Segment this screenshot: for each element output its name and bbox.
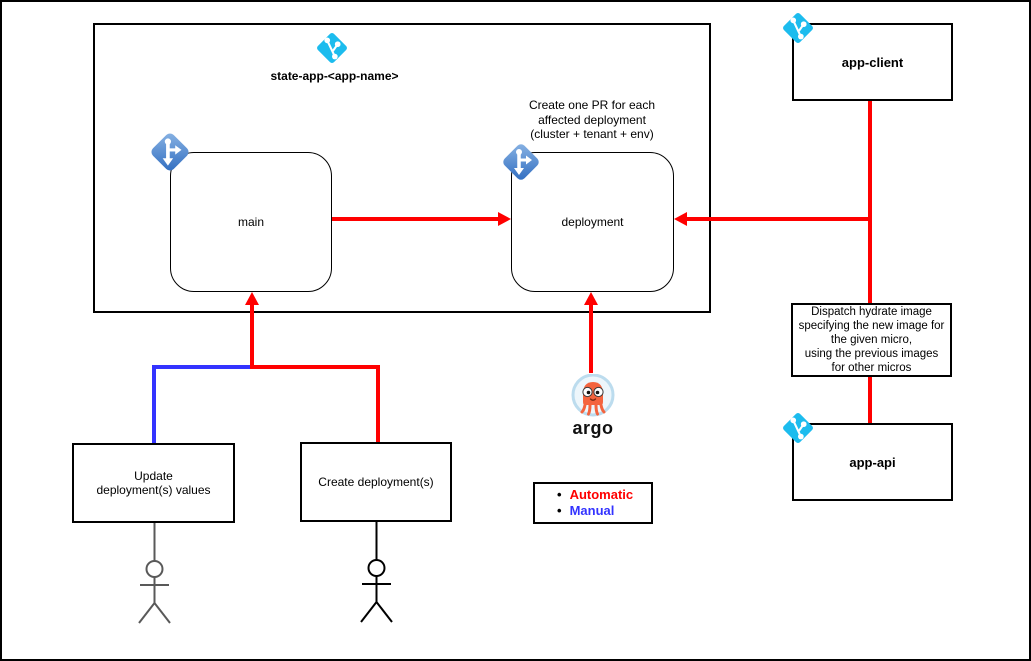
argo-wordmark: argo: [572, 418, 614, 438]
manual-flow-line-update-vertical: [152, 367, 156, 443]
arrowhead-up: [245, 292, 259, 305]
argo-octopus-icon: [571, 374, 615, 417]
dispatch-note-line: specifying the new image for: [798, 320, 945, 332]
node-deployment: deployment: [511, 152, 674, 292]
dispatch-note-line: the given micro,: [830, 334, 913, 346]
stick-figure-actor: [360, 522, 393, 623]
legend-item-manual: • Manual: [557, 503, 651, 519]
arrowhead-up: [584, 292, 598, 305]
node-app-client: app-client: [792, 23, 953, 101]
git-logo-icon: [317, 33, 347, 63]
git-logo-icon: [783, 413, 813, 443]
node-app-client-label: app-client: [841, 54, 904, 70]
arrowhead-right: [498, 212, 511, 226]
bullet-icon: •: [557, 487, 562, 502]
automatic-flow-line-to-main: [250, 303, 254, 369]
dispatch-note-line: Dispatch hydrate image: [811, 306, 932, 318]
git-branch-icon: [503, 144, 539, 180]
node-app-api: app-api: [792, 423, 953, 501]
automatic-flow-line-argo-to-deployment: [589, 303, 593, 373]
legend-label-manual: Manual: [569, 503, 615, 518]
pr-note: Create one PR for each affected deployme…: [497, 98, 687, 142]
dispatch-note: Dispatch hydrate image specifying the ne…: [799, 305, 945, 375]
update-label-line: deployment(s) values: [96, 483, 211, 497]
automatic-flow-line-client-to-api: [868, 101, 872, 423]
node-main: main: [170, 152, 332, 292]
automatic-flow-line-create-vertical: [376, 365, 380, 442]
pr-note-line: affected deployment: [538, 112, 646, 127]
container-title: state-app-<app-name>: [270, 69, 399, 83]
update-label-line: Update: [134, 468, 173, 483]
legend-item-automatic: • Automatic: [557, 487, 651, 503]
pr-note-line: Create one PR for each: [528, 98, 656, 112]
node-main-label: main: [237, 214, 264, 229]
automatic-flow-line-apps-to-deployment: [686, 217, 870, 221]
node-create-deployments: Create deployment(s): [300, 442, 452, 522]
pr-note-line: (cluster + tenant + env): [530, 127, 654, 141]
legend-label-automatic: Automatic: [569, 487, 634, 502]
argo-logo: argo: [566, 374, 620, 439]
dispatch-note-box: Dispatch hydrate image specifying the ne…: [791, 303, 952, 377]
manual-flow-line-update-horizontal: [152, 365, 252, 369]
git-branch-icon: [151, 133, 189, 171]
legend: • Automatic • Manual: [533, 482, 653, 524]
stick-figure-actor: [138, 523, 171, 624]
node-deployment-label: deployment: [561, 214, 624, 229]
dispatch-note-line: using the previous images: [804, 348, 939, 360]
automatic-flow-line-main-to-deployment: [332, 217, 499, 221]
node-app-api-label: app-api: [849, 454, 896, 470]
bullet-icon: •: [557, 503, 562, 518]
automatic-flow-line-create-horizontal: [250, 365, 380, 369]
node-update-deployments: Update deployment(s) values: [72, 443, 235, 523]
arrowhead-left: [674, 212, 687, 226]
git-logo-icon: [783, 13, 813, 43]
create-label: Create deployment(s): [318, 474, 434, 489]
dispatch-note-line: for other micros: [831, 362, 912, 374]
